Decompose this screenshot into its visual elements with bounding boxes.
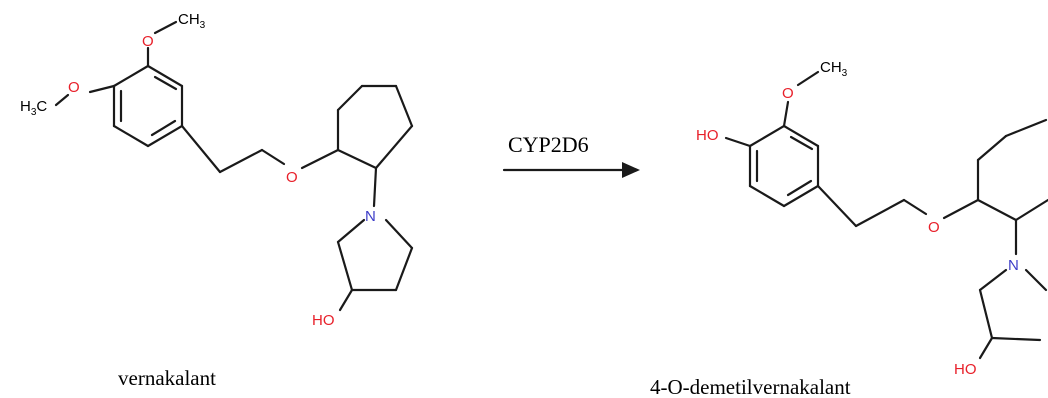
bond-ring-o-top	[782, 100, 790, 128]
cyclohexane-ring	[976, 118, 1048, 222]
bond-ring-o-left	[88, 84, 116, 94]
bond-linker	[218, 148, 264, 174]
reaction-arrow: CYP2D6	[502, 132, 640, 178]
oxygen-atom: O	[142, 33, 154, 50]
methyl-label: H3C	[20, 98, 47, 118]
hydroxyl-label: HO	[954, 361, 977, 378]
bond-o-methyl-left	[54, 93, 70, 107]
bond-o-cyclohexyl	[300, 148, 340, 170]
bond-linker	[260, 148, 286, 166]
bond-linker	[180, 124, 222, 174]
bond-ring-oh	[724, 136, 752, 148]
pyrrolidine-ring	[336, 218, 414, 292]
product-structure: O CH3 HO O N HO	[696, 59, 1048, 378]
pyrrolidine-ring	[978, 268, 1048, 342]
bond-linker	[816, 184, 858, 228]
bond-ring-oh	[338, 288, 354, 312]
bond-o-methyl-top	[796, 70, 820, 87]
benzene-ring	[112, 64, 184, 148]
bond-linker	[854, 198, 906, 228]
oxygen-atom: O	[782, 85, 794, 102]
ether-oxygen-atom: O	[286, 169, 298, 186]
nitrogen-atom: N	[365, 208, 376, 225]
arrow-head	[622, 162, 640, 178]
benzene-ring	[748, 124, 820, 208]
product-name: 4-O-demetilvernakalant	[650, 375, 851, 398]
bond-linker	[902, 198, 928, 216]
cyclohexane-ring	[336, 84, 414, 170]
reactant-name: vernakalant	[118, 366, 216, 390]
hydroxyl-label: HO	[312, 312, 335, 329]
oxygen-atom: O	[68, 79, 80, 96]
vernakalant-structure: O CH3 O H3C O N	[20, 11, 414, 329]
enzyme-label: CYP2D6	[508, 132, 589, 157]
ether-oxygen-atom: O	[928, 219, 940, 236]
hydroxyl-label: HO	[696, 127, 719, 144]
nitrogen-atom: N	[1008, 257, 1019, 274]
bond-ring-oh	[978, 336, 994, 360]
bond-o-methyl-top	[153, 20, 178, 35]
methyl-label: CH3	[820, 59, 848, 79]
bond-cyclohexyl-n	[372, 166, 378, 208]
bond-o-cyclohexyl	[942, 198, 980, 220]
methyl-label: CH3	[178, 11, 206, 31]
